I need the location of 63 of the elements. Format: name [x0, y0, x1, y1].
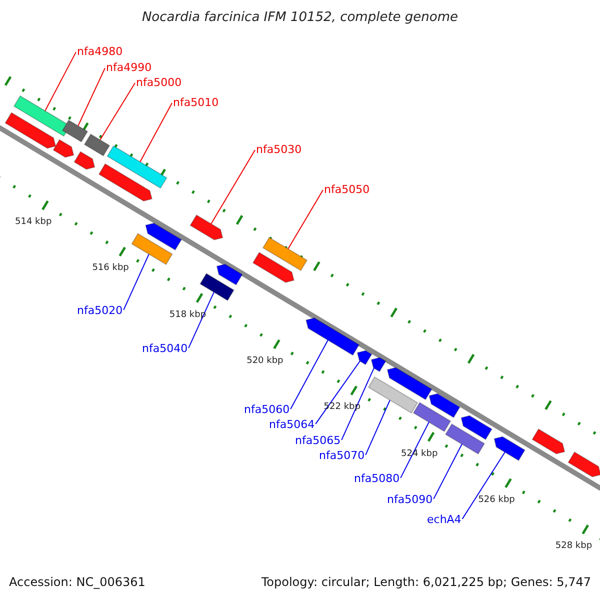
gene-bar — [368, 376, 418, 414]
gene-bar — [106, 145, 168, 189]
leader-line — [315, 360, 360, 424]
leader-line — [123, 254, 150, 310]
gene-label: nfa5000 — [136, 77, 182, 88]
gene-label: nfa5050 — [324, 184, 370, 195]
gene-label: nfa5090 — [387, 494, 433, 505]
gene-segment — [428, 393, 460, 418]
gene-segment — [370, 357, 386, 372]
gene-label: nfa5070 — [319, 450, 365, 461]
gene-bar — [62, 120, 88, 142]
gene-bar — [262, 236, 308, 272]
gene-bar — [412, 402, 452, 432]
diagram-title: Nocardia farcinica IFM 10152, complete genome — [140, 11, 460, 24]
gene-label: echA4 — [427, 514, 462, 525]
gene-segment — [356, 350, 372, 366]
gene-label: nfa5020 — [77, 305, 123, 316]
leader-line — [210, 150, 256, 224]
gene-label: nfa5010 — [173, 97, 219, 108]
gene-label: nfa5030 — [256, 144, 302, 155]
gene-segment — [216, 264, 243, 286]
leader-line — [290, 340, 328, 410]
leader-line — [100, 82, 136, 140]
gene-segment — [4, 112, 56, 149]
gene-segment — [568, 451, 600, 478]
gene-label: nfa5040 — [142, 343, 188, 354]
scale-label: 526 kbp — [478, 496, 515, 505]
scale-label: 514 kbp — [15, 218, 52, 227]
scale-label: 520 kbp — [246, 356, 284, 366]
scale-label: 516 kbp — [92, 264, 129, 274]
genome-summary-text: Topology: circular; Length: 6,021,225 bp; Genes: 5,747 — [261, 576, 591, 588]
gene-segment — [190, 214, 224, 240]
gene-segment — [460, 415, 492, 440]
gene-bar — [131, 232, 173, 266]
leader-line — [400, 422, 430, 478]
gene-segment — [532, 428, 566, 454]
gene-label: nfa5060 — [244, 404, 290, 415]
leader-line — [188, 292, 214, 348]
accession-text: Accession: NC_006361 — [9, 576, 146, 588]
leader-line — [140, 102, 172, 162]
gene-segment — [386, 367, 432, 400]
gene-label: nfa4980 — [77, 46, 123, 57]
scale-label: 528 kbp — [555, 542, 592, 552]
gene-label: nfa5080 — [354, 473, 400, 484]
gene-segment — [494, 436, 526, 462]
gene-bar — [200, 272, 234, 302]
leader-line — [78, 68, 106, 126]
leader-line — [462, 452, 506, 520]
leader-line — [341, 368, 374, 440]
gene-bar — [444, 423, 486, 455]
gene-label: nfa5065 — [295, 435, 341, 446]
gene-segment — [306, 317, 360, 356]
gene-label: nfa5064 — [269, 419, 315, 430]
gene-segment — [74, 151, 96, 170]
gene-segment — [252, 252, 294, 283]
gene-label: nfa4990 — [106, 62, 152, 73]
gene-segment — [98, 163, 152, 202]
leader-line — [44, 52, 76, 112]
gene-bar — [84, 134, 110, 156]
leader-line — [288, 190, 324, 250]
gene-segment — [52, 139, 74, 158]
gene-segment — [145, 222, 182, 251]
leader-line — [365, 400, 390, 456]
